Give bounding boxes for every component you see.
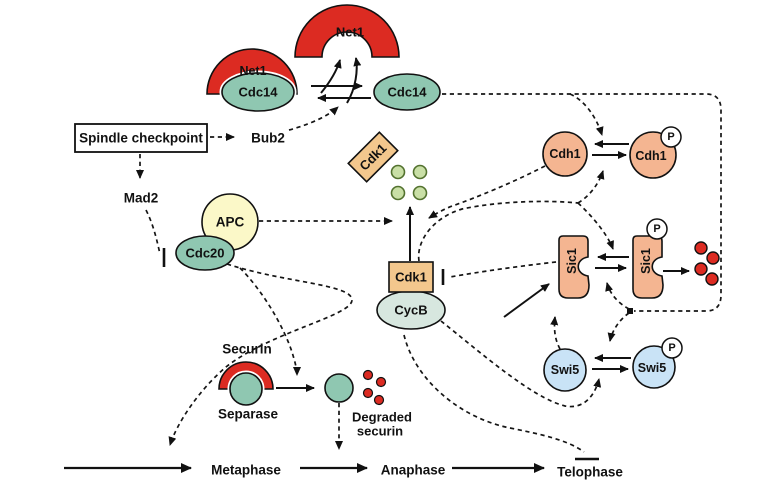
cdc14-bound-label: Cdc14 <box>238 85 278 100</box>
phospho-label: P <box>667 131 674 143</box>
green-dot <box>390 164 406 180</box>
phase-telophase: Telophase <box>557 465 623 480</box>
separase-free-circle <box>324 373 354 403</box>
red-dot <box>694 262 708 276</box>
sic1-shape <box>558 235 590 299</box>
phase-metaphase: Metaphase <box>211 463 281 478</box>
mad2-label: Mad2 <box>124 191 159 206</box>
red-dot <box>705 272 719 286</box>
phospho-badge <box>660 126 682 148</box>
sic1-p-shape <box>632 235 664 299</box>
spindle-checkpoint-box <box>74 123 208 153</box>
arrow-net1-release-2 <box>346 57 362 104</box>
edge-swi5-to-synthesis <box>550 316 561 350</box>
node-spindle-checkpoint: Spindle checkpoint <box>74 123 208 153</box>
green-dot <box>390 185 406 201</box>
edge-cdc20-to-metaphase <box>168 263 353 446</box>
node-net1-cdc14-complex: Net1 Cdc14 <box>206 48 298 114</box>
cdk1-label: Cdk1 <box>395 270 427 285</box>
swi5-label: Swi5 <box>551 363 580 377</box>
cycb-label: CycB <box>394 303 427 318</box>
node-degraded-securin: Degraded securin <box>324 369 412 439</box>
node-sic1: Sic1 <box>558 235 590 299</box>
cdk1-released-box <box>347 131 399 183</box>
node-net1-free: Net1 <box>294 4 400 58</box>
node-cdh1: Cdh1 <box>542 131 588 177</box>
edge-cdh1-to-degradation <box>428 165 546 219</box>
cdh1-label: Cdh1 <box>549 147 580 161</box>
swi5-circle <box>543 348 587 392</box>
degraded-securin-label-1: Degraded <box>352 410 412 425</box>
degraded-securin-label-2: securin <box>357 424 403 439</box>
cdk1-box <box>388 261 434 293</box>
arrow-net1-release-1 <box>320 59 342 94</box>
red-dot <box>373 394 385 406</box>
edge-cdk1-trunk <box>417 200 579 262</box>
node-swi5: Swi5 <box>543 348 587 392</box>
cdc20-label: Cdc20 <box>185 246 224 261</box>
arrow-sic1-synthesis <box>503 283 550 318</box>
node-cdk1-released: Cdk1 <box>347 131 399 183</box>
node-cdc14-free: Cdc14 <box>373 73 441 111</box>
net1-bound-label: Net1 <box>239 64 266 78</box>
edge-sic1-inhibits-cdk1 <box>449 261 557 278</box>
phospho-label: P <box>668 342 675 354</box>
edge-bub2-to-cdc14-reaction <box>288 106 339 131</box>
node-sic1-p: Sic1 P <box>632 218 668 299</box>
separase-label: Separase <box>218 407 279 422</box>
net1-free-label: Net1 <box>336 25 364 40</box>
separase-circle <box>229 372 263 406</box>
red-dot <box>694 241 708 255</box>
green-dot <box>412 185 428 201</box>
edge-junction-to-swi5 <box>607 312 630 342</box>
edge-cdc14-trunk <box>442 93 722 312</box>
green-dot <box>412 164 428 180</box>
red-dot <box>362 369 374 381</box>
edge-fork-to-cdh1-phos <box>577 170 605 204</box>
phospho-badge <box>646 218 668 240</box>
node-cdh1-p: Cdh1 P <box>629 126 682 179</box>
cdc14-free-label: Cdc14 <box>387 85 427 100</box>
edge-junction-to-sic1 <box>605 282 630 310</box>
apc-label: APC <box>216 215 245 230</box>
bub2-label: Bub2 <box>251 131 285 146</box>
securin-label: Securin <box>222 342 272 357</box>
node-securin-separase: Securin Separase <box>218 342 279 422</box>
edge-cdc14-to-cdh1-dephos <box>569 93 604 136</box>
red-dot <box>375 376 387 388</box>
cdc14-free-ellipse <box>373 73 441 111</box>
edge-cdc20-to-securin-degradation <box>239 267 301 376</box>
edge-mad2-inhibits-cdc20 <box>145 209 161 255</box>
phospho-label: P <box>653 223 660 235</box>
junction-dot <box>627 308 633 314</box>
red-dot <box>706 251 720 265</box>
phase-anaphase: Anaphase <box>381 463 446 478</box>
net1-free-arch <box>294 4 400 58</box>
cdh1-p-label: Cdh1 <box>635 149 666 163</box>
node-apc-cdc20: APC Cdc20 <box>175 193 259 271</box>
sic1-label: Sic1 <box>565 248 579 274</box>
red-dot <box>362 387 374 399</box>
degraded-cyclin-dots <box>390 164 428 201</box>
cdc20-ellipse <box>175 235 235 271</box>
spindle-checkpoint-label: Spindle checkpoint <box>79 131 203 146</box>
cdh1-circle <box>542 131 588 177</box>
swi5-p-circle <box>632 345 676 389</box>
sic1-p-label: Sic1 <box>639 248 653 274</box>
sic1-degradation-dots <box>694 241 720 286</box>
swi5-p-label: Swi5 <box>638 361 667 375</box>
edge-cycb-to-swi5-phos <box>440 320 602 408</box>
cdc14-bound-ellipse <box>221 72 295 112</box>
node-cdk1-cycb: CycB Cdk1 <box>376 261 446 330</box>
edge-cycb-inhibits-telophase <box>403 334 585 453</box>
node-swi5-p: Swi5 P <box>632 337 683 389</box>
phospho-badge <box>661 337 683 359</box>
